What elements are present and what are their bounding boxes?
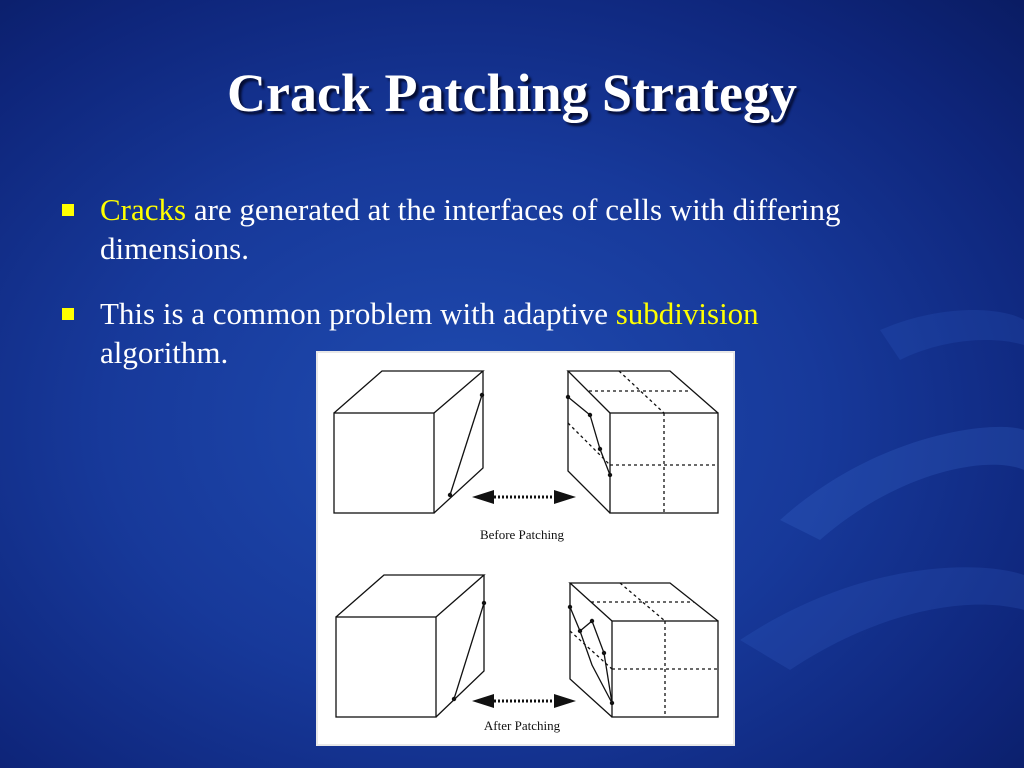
bullet-square-icon bbox=[62, 204, 74, 216]
cube-after-left bbox=[335, 574, 486, 718]
cube-before-right bbox=[566, 370, 719, 514]
bullet-text-continued: algorithm. bbox=[100, 335, 229, 370]
bullet-list: Cracks are generated at the interfaces o… bbox=[62, 190, 962, 398]
cube-after-right bbox=[568, 582, 719, 718]
cube-diagram bbox=[333, 370, 719, 718]
slide-title: Crack Patching Strategy bbox=[227, 63, 797, 123]
bullet-item: Cracks are generated at the interfaces o… bbox=[62, 190, 962, 268]
bullet-text: This is a common problem with adaptive bbox=[100, 296, 616, 331]
cube-before-left bbox=[333, 370, 485, 514]
bullet-text: are generated at the interfaces of cells… bbox=[100, 192, 841, 266]
highlight-term: subdivision bbox=[615, 296, 759, 331]
bullet-item: This is a common problem with adaptive s… bbox=[62, 294, 962, 372]
caption-before-patching: Before Patching bbox=[479, 527, 565, 542]
crack-patching-figure: Before Patching After Patching bbox=[316, 351, 735, 746]
caption-after-patching: After Patching bbox=[483, 718, 561, 733]
highlight-term: Cracks bbox=[100, 192, 187, 227]
bullet-square-icon bbox=[62, 308, 74, 320]
